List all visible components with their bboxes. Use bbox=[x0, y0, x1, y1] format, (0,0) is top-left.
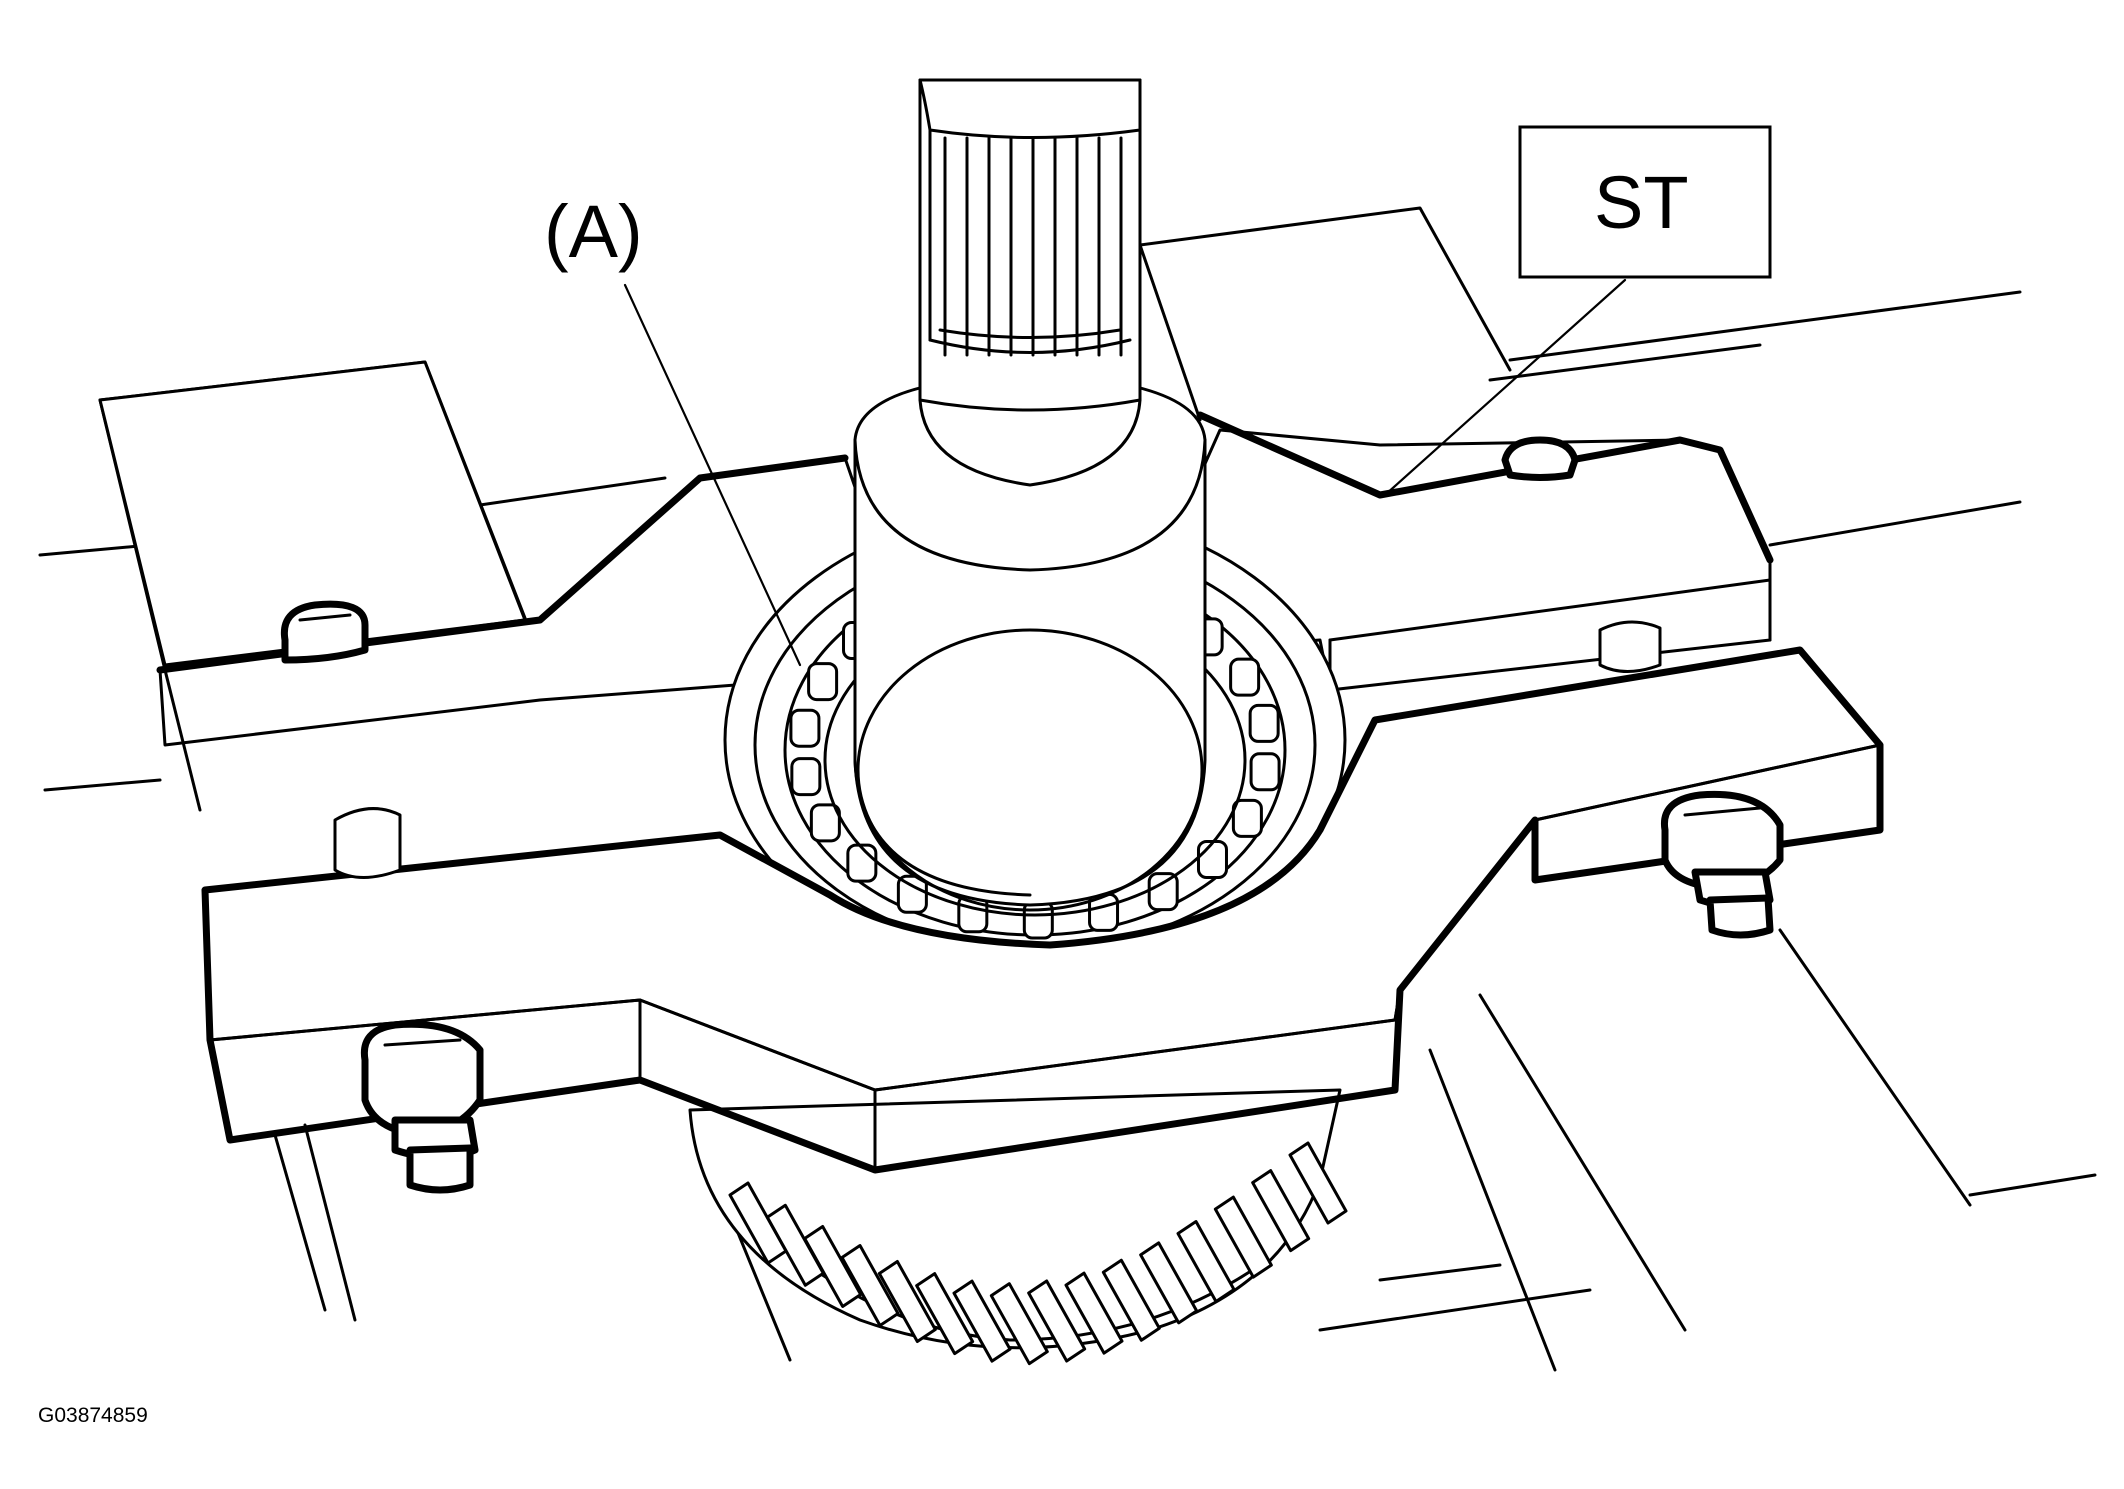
callout-st: ST bbox=[1518, 125, 1772, 279]
stud-upper-left bbox=[333, 807, 402, 879]
bolt-upper-left bbox=[280, 600, 369, 664]
leader-line-a bbox=[623, 283, 802, 667]
nut-lower-left bbox=[360, 1020, 484, 1194]
label-st: ST bbox=[1594, 161, 1689, 244]
label-a: (A) bbox=[544, 190, 643, 273]
helical-gear bbox=[688, 1088, 1348, 1366]
shaft bbox=[853, 78, 1207, 912]
leader-lines bbox=[623, 278, 1627, 667]
leader-line-st bbox=[1383, 278, 1627, 497]
callout-a: (A) bbox=[544, 190, 643, 273]
background-frame-lines bbox=[38, 206, 2097, 1372]
lower-clamp-bar bbox=[201, 646, 1884, 1174]
label-st-box bbox=[1518, 125, 1772, 279]
bolt-upper-right bbox=[1501, 436, 1579, 481]
shaft-splines bbox=[943, 136, 1123, 357]
figure-id: G03874859 bbox=[38, 1404, 148, 1427]
stud-upper-right bbox=[1598, 620, 1662, 673]
nut-lower-right bbox=[1660, 790, 1784, 939]
gear-teeth bbox=[728, 1141, 1348, 1366]
bolts bbox=[280, 436, 1784, 1194]
